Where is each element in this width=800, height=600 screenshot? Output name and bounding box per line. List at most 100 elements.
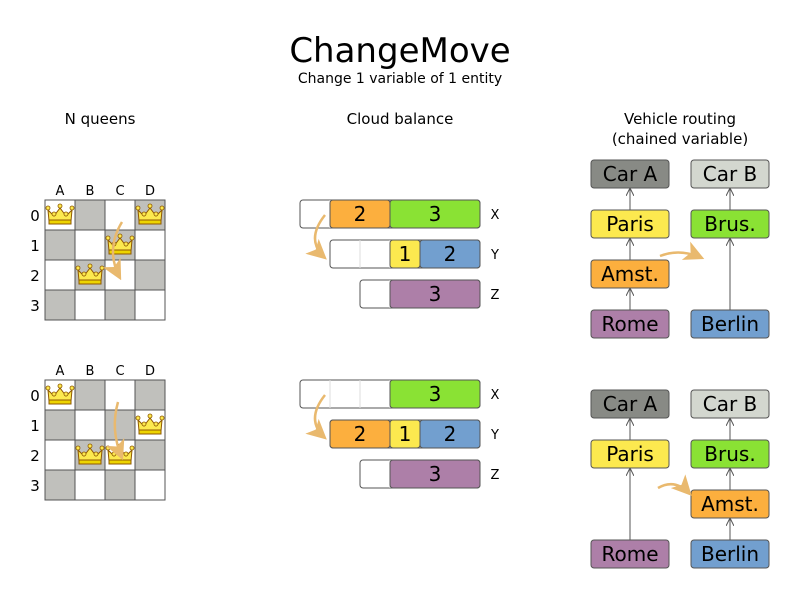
process-block [389,279,481,309]
node-label: Berlin [701,312,759,336]
node-label: Car A [603,392,658,416]
process-block [389,459,481,489]
board-cell [44,229,76,261]
process-size: 1 [399,242,412,266]
board-cell [134,289,166,321]
node-car_b: Car B [690,389,770,419]
node-label: Rome [601,312,658,336]
node-rome: Rome [590,309,670,339]
process-size: 2 [444,242,457,266]
node-amsterdam: Amst. [590,259,670,289]
node-label: Amst. [601,262,659,286]
board-cell [104,379,136,411]
row-label: 2 [30,267,40,285]
node-paris: Paris [590,439,670,469]
process-size: 2 [444,422,457,446]
board-cell [104,409,136,441]
computer-label: Z [491,288,500,303]
queens-heading: N queens [65,110,136,128]
process-size: 3 [429,462,442,486]
row-label: 3 [30,477,40,495]
process-block [389,379,481,409]
vehicle-routing-after: Car A Car B Paris Brus. Rome Berlin Amst. [590,389,770,569]
board-cell [44,469,76,501]
node-brussels: Brus. [690,439,770,469]
computer-label: Y [490,248,499,263]
computer-x: 3 [299,379,481,409]
queens-board-before: A B C D 0 1 2 3 [30,184,166,321]
move-arrow [657,474,692,496]
computer-label: Y [490,428,499,443]
column-label: B [86,184,95,199]
queen-icon [135,413,165,435]
board-cell [134,469,166,501]
node-label: Berlin [701,542,759,566]
column-label: D [145,184,155,199]
process-size: 3 [429,202,442,226]
node-label: Brus. [704,212,755,236]
node-label: Paris [606,212,654,236]
row-label: 0 [30,387,40,405]
board-cell [74,379,106,411]
board-cell [44,409,76,441]
board-cell [104,259,136,291]
row-label: 1 [30,237,40,255]
node-label: Amst. [701,492,759,516]
move-arrow [659,241,705,260]
board-cell [134,439,166,471]
board-cell [74,199,106,231]
node-label: Car B [703,392,758,416]
column-label: C [115,364,124,379]
vehicle-routing-before: Car A Car B Paris Brus. Rome Berlin Amst. [590,159,770,339]
column-label: A [56,364,65,379]
node-brussels: Brus. [690,209,770,239]
queen-icon [135,203,165,225]
page-subtitle: Change 1 variable of 1 entity [298,71,502,87]
vehicle-heading-line1: Vehicle routing [624,110,736,128]
computer-z: 3 [359,459,481,489]
column-label: D [145,364,155,379]
vehicle-heading-line2: (chained variable) [612,130,748,148]
column-label: A [56,184,65,199]
computer-z: 3 [359,279,481,309]
row-label: 3 [30,297,40,315]
process-block [419,419,481,449]
move-arrow [102,221,124,281]
node-rome: Rome [590,539,670,569]
node-label: Brus. [704,442,755,466]
node-label: Paris [606,442,654,466]
board-cell [74,289,106,321]
board-cell [74,469,106,501]
process-block [419,239,481,269]
process-size: 2 [354,422,367,446]
process-size: 3 [429,282,442,306]
node-label: Rome [601,542,658,566]
process-size: 2 [354,202,367,226]
computer-label: Z [491,468,500,483]
node-berlin: Berlin [690,309,770,339]
node-car_b: Car B [690,159,770,189]
node-berlin: Berlin [690,539,770,569]
node-car_a: Car A [590,159,670,189]
board-cell [44,439,76,471]
process-block [389,199,481,229]
computer-label: X [491,388,500,403]
queen-icon [45,383,75,405]
row-label: 0 [30,207,40,225]
board-cell [44,289,76,321]
board-cell [134,229,166,261]
node-car_a: Car A [590,389,670,419]
column-label: C [115,184,124,199]
board-cell [44,259,76,291]
move-arrow [305,214,327,260]
process-size: 3 [429,382,442,406]
queen-icon [45,203,75,225]
node-label: Car B [703,162,758,186]
